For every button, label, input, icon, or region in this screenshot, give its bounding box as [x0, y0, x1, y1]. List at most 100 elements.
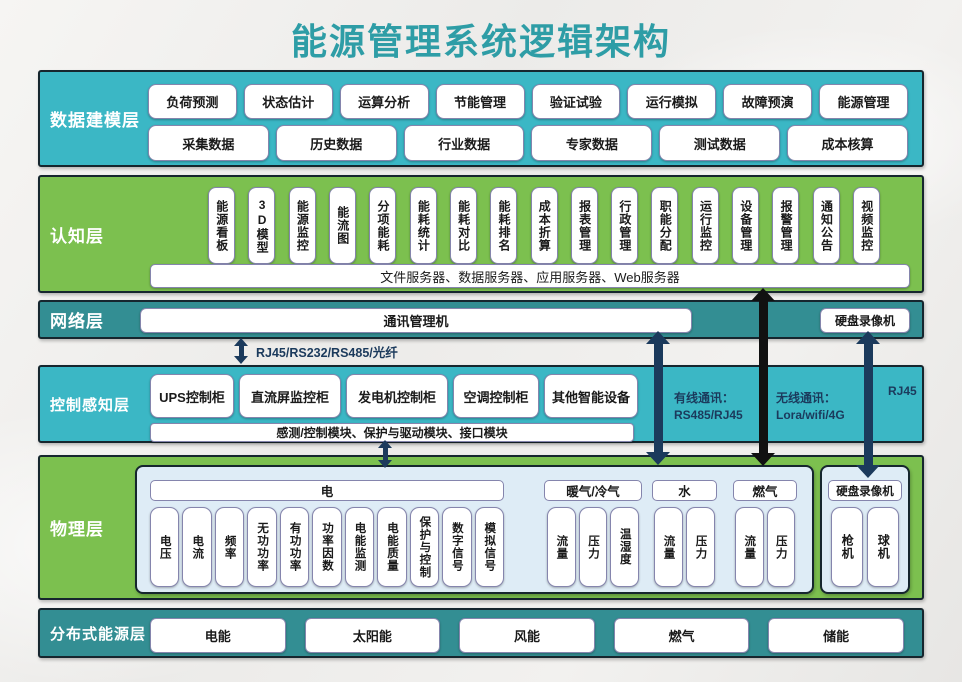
layer-network-label: 网络层 — [50, 312, 104, 331]
energy-source-box: 储能 — [768, 618, 904, 653]
gas-params: 流量 压力 — [735, 507, 795, 587]
hvac-header: 暖气/冷气 — [544, 480, 642, 501]
rj45-note: RJ45 — [888, 384, 917, 398]
cognition-module-box: 职能分配 — [651, 187, 679, 264]
servers-bar: 文件服务器、数据服务器、应用服务器、Web服务器 — [150, 264, 910, 288]
cabinet-box: 发电机控制柜 — [346, 374, 448, 418]
physical-param-box: 电流 — [182, 507, 212, 587]
physical-param-box: 流量 — [547, 507, 576, 587]
wireless-comm-label: 无线通讯： — [776, 391, 837, 405]
cabinet-box: 直流屏监控柜 — [239, 374, 341, 418]
layer-network: 网络层 通讯管理机 硬盘录像机 — [38, 300, 924, 339]
layer-data-modeling-label: 数据建模层 — [50, 111, 140, 130]
cognition-module-box: 能源监控 — [288, 187, 316, 264]
data-modeling-box: 运行模拟 — [627, 84, 717, 119]
arrowhead-up-icon — [378, 440, 392, 448]
wired-comm-value: RS485/RJ45 — [674, 408, 743, 422]
data-modeling-box: 运算分析 — [339, 84, 429, 119]
data-modeling-box: 故障预演 — [723, 84, 813, 119]
cognition-module-box: 能耗统计 — [409, 187, 437, 264]
physical-param-box: 无功功率 — [247, 507, 277, 587]
cognition-module-box: 运行监控 — [691, 187, 719, 264]
data-modeling-row1: 负荷预测 状态估计 运算分析 节能管理 验证试验 运行模拟 故障预演 能源管理 — [148, 84, 908, 119]
water-params: 流量 压力 — [654, 507, 715, 587]
wired-comm-label: 有线通讯： — [674, 391, 735, 405]
data-modeling-box: 历史数据 — [275, 125, 397, 161]
physical-param-box: 流量 — [654, 507, 683, 587]
physical-param-box: 功率因数 — [312, 507, 342, 587]
layer-distributed-energy: 分布式能源层 电能 太阳能 风能 燃气 储能 — [38, 608, 924, 658]
layer-control-sensing-label: 控制感知层 — [50, 396, 131, 414]
cognition-modules-row: 能源看板 3D模型 能源监控 能流图 分项能耗 能耗统计 能耗对比 能耗排名 成… — [208, 187, 880, 264]
energy-source-box: 电能 — [150, 618, 286, 653]
data-modeling-box: 节能管理 — [435, 84, 525, 119]
layer-cognition: 认知层 能源看板 3D模型 能源监控 能流图 分项能耗 能耗统计 能耗对比 能耗… — [38, 175, 924, 293]
arrowhead-down-icon — [378, 460, 392, 468]
layer-distributed-energy-label: 分布式能源层 — [50, 625, 147, 643]
arrow-dvr-to-cameras — [856, 331, 880, 478]
data-modeling-box: 成本核算 — [787, 125, 908, 161]
cognition-module-box: 能源看板 — [208, 187, 235, 264]
wireless-comm-note: 无线通讯： Lora/wifi/4G — [776, 390, 845, 424]
gas-header: 燃气 — [733, 480, 797, 501]
physical-param-box: 温湿度 — [610, 507, 640, 587]
data-modeling-box: 专家数据 — [531, 125, 653, 161]
camera-box: 枪机 — [831, 507, 863, 587]
cabinet-box: UPS控制柜 — [150, 374, 234, 418]
arrow-shaft — [382, 448, 388, 460]
layer-physical-label: 物理层 — [50, 520, 104, 539]
arrowhead-down-icon — [856, 465, 880, 478]
arrow-shaft — [758, 301, 768, 453]
network-dvr-box: 硬盘录像机 — [820, 308, 910, 333]
physical-param-box: 保护与控制 — [409, 507, 440, 587]
data-modeling-row2: 采集数据 历史数据 行业数据 专家数据 测试数据 成本核算 — [148, 125, 908, 161]
connection-label-rj45: RJ45/RS232/RS485/光纤 — [256, 346, 398, 360]
cognition-module-box: 能耗对比 — [449, 187, 477, 264]
arrowhead-up-icon — [751, 288, 775, 301]
energy-source-box: 太阳能 — [304, 618, 441, 653]
hvac-params: 流量 压力 温湿度 — [547, 507, 640, 587]
arrowhead-up-icon — [856, 331, 880, 344]
data-modeling-box: 采集数据 — [148, 125, 269, 161]
energy-source-box: 风能 — [459, 618, 595, 653]
cabinet-row: UPS控制柜 直流屏监控柜 发电机控制柜 空调控制柜 其他智能设备 — [150, 374, 638, 418]
camera-box: 球机 — [867, 507, 899, 587]
physical-param-box: 有功功率 — [279, 507, 310, 587]
arrow-shaft — [653, 344, 663, 452]
arrow-shaft — [863, 344, 873, 465]
data-modeling-box: 测试数据 — [659, 125, 781, 161]
cognition-module-box: 能流图 — [328, 187, 356, 264]
energy-source-box: 燃气 — [613, 618, 750, 653]
electric-params: 电压 电流 频率 无功功率 有功功率 功率因数 电能监测 电能质量 保护与控制 … — [150, 507, 504, 587]
data-modeling-box: 负荷预测 — [148, 84, 237, 119]
arrow-shaft — [238, 346, 244, 356]
wireless-comm-value: Lora/wifi/4G — [776, 408, 845, 422]
physical-param-box: 电能监测 — [344, 507, 375, 587]
data-modeling-box: 状态估计 — [243, 84, 333, 119]
physical-param-box: 压力 — [686, 507, 715, 587]
layer-data-modeling: 数据建模层 负荷预测 状态估计 运算分析 节能管理 验证试验 运行模拟 故障预演… — [38, 70, 924, 167]
arrowhead-down-icon — [234, 356, 248, 364]
camera-boxes: 枪机 球机 — [831, 507, 899, 587]
cognition-module-box: 视频监控 — [853, 187, 880, 264]
arrow-cognition-to-physical — [751, 288, 775, 466]
comm-manager-box: 通讯管理机 — [140, 308, 692, 333]
cabinet-box: 空调控制柜 — [453, 374, 539, 418]
wired-comm-note: 有线通讯： RS485/RJ45 — [674, 390, 743, 424]
cognition-module-box: 报表管理 — [570, 187, 598, 264]
physical-dvr-container: 硬盘录像机 枪机 球机 — [820, 465, 910, 594]
water-header: 水 — [652, 480, 717, 501]
cognition-module-box: 行政管理 — [611, 187, 639, 264]
cognition-module-box: 报警管理 — [772, 187, 800, 264]
cabinet-box: 其他智能设备 — [544, 374, 638, 418]
arrowhead-up-icon — [234, 338, 248, 346]
arrowhead-up-icon — [646, 331, 670, 344]
sensing-modules-bar: 感测/控制模块、保护与驱动模块、接口模块 — [150, 423, 634, 442]
physical-param-box: 频率 — [214, 507, 245, 587]
cognition-module-box: 成本折算 — [530, 187, 558, 264]
data-modeling-box: 验证试验 — [531, 84, 621, 119]
cognition-module-box: 通知公告 — [812, 187, 840, 264]
energy-sources-row: 电能 太阳能 风能 燃气 储能 — [150, 618, 904, 653]
physical-param-box: 电压 — [150, 507, 180, 587]
